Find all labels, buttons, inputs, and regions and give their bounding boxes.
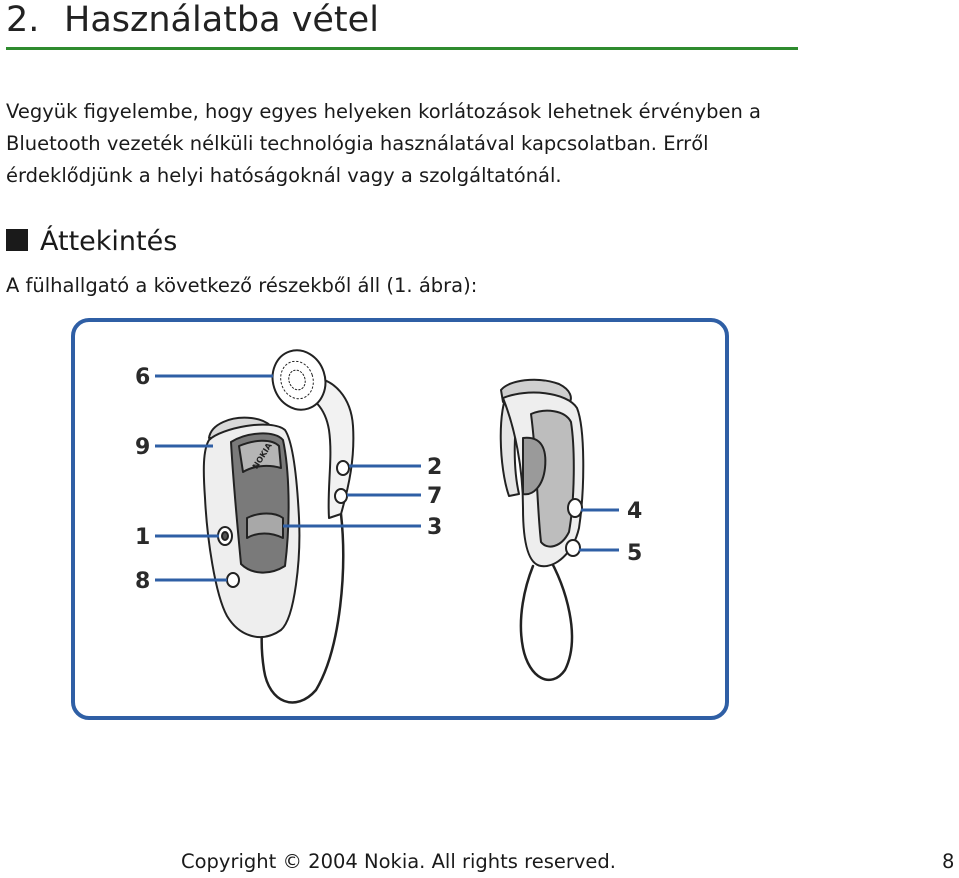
bluetooth-notice-paragraph: Vegyük figyelembe, hogy egyes helyeken k… (6, 100, 761, 187)
section-title: Áttekintés (40, 226, 178, 257)
callout-3: 3 (427, 515, 442, 540)
headset-front-view: NOKIA (202, 349, 355, 704)
chapter-heading: 2. Használatba vétel (6, 0, 379, 40)
headset-back-view (499, 378, 585, 682)
callout-2: 2 (427, 455, 442, 480)
volume-key-up (336, 460, 350, 476)
section-heading: Áttekintés (6, 224, 177, 260)
callout-4: 4 (627, 499, 642, 524)
callout-6: 6 (135, 365, 150, 390)
copyright-footer: Copyright © 2004 Nokia. All rights reser… (181, 850, 616, 873)
heading-rule (6, 47, 798, 50)
callout-5: 5 (627, 541, 642, 566)
indicator-light (226, 572, 240, 588)
brand-area (238, 439, 282, 473)
callout-1: 1 (135, 525, 150, 550)
page-number: 8 (942, 850, 955, 873)
volume-up-key (567, 498, 583, 518)
multifunction-key (246, 512, 284, 539)
callout-7: 7 (427, 484, 442, 509)
callout-8: 8 (135, 569, 150, 594)
volume-key-down (334, 488, 348, 504)
section-intro: A fülhallgató a következő részekből áll … (6, 274, 478, 297)
earpiece-mesh-inner (288, 369, 306, 391)
callout-9: 9 (135, 435, 150, 460)
chapter-title: Használatba vétel (64, 0, 379, 40)
figure-frame (71, 318, 729, 720)
charger-connector-hole (221, 531, 229, 541)
hook-insert (522, 436, 547, 496)
earpiece-mesh (280, 360, 314, 400)
cord-loop-back (519, 552, 574, 682)
ear-hook-arm (302, 377, 355, 519)
volume-down-key (565, 539, 581, 557)
headset-illustration: NOKIA (71, 318, 729, 720)
section-bullet-icon (6, 229, 28, 251)
callout-lines (155, 374, 619, 582)
chapter-number: 2. (6, 0, 40, 40)
headset-figure: NOKIA (71, 318, 729, 720)
